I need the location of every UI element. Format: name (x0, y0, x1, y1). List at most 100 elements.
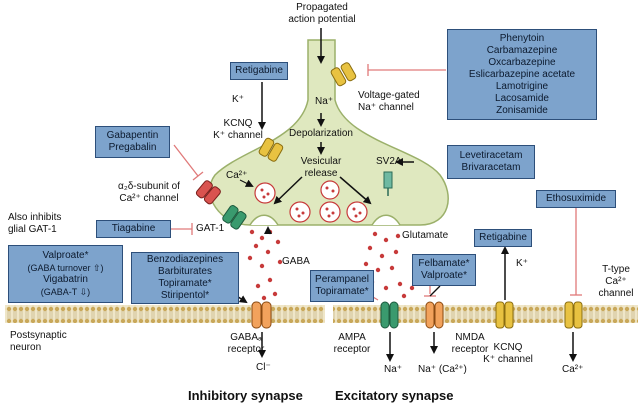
drug-topiramate-2: Topiramate* (315, 286, 369, 297)
drug-felbamate: Felbamate* (418, 258, 470, 269)
drug-box-gabapentin: Gabapentin Pregabalin (95, 126, 170, 158)
drug-pregabalin: Pregabalin (108, 142, 157, 153)
a2d-label: α₂δ-subunit of Ca²⁺ channel (106, 181, 192, 205)
a2d-line-1: α₂δ-subunit of (118, 181, 180, 192)
membrane-excitatory (333, 305, 638, 323)
sv2a-label: SV2A (376, 156, 402, 167)
glutamate-molecules (363, 231, 415, 299)
glutamate-label: Glutamate (402, 230, 449, 241)
ampa-line-2: receptor (333, 344, 371, 355)
ca-right-label: Ca²⁺ (562, 364, 584, 375)
drug-ethosuximide: Ethosuximide (545, 193, 607, 204)
also-inhibits-line-2: glial GAT-1 (8, 224, 57, 235)
inhibitory-synapse-title: Inhibitory synapse (188, 388, 303, 403)
drug-zonisamide: Zonisamide (496, 104, 548, 116)
gabaa-receptor (251, 301, 272, 329)
drug-barbiturates: Barbiturates (158, 266, 212, 277)
action-potential-label: Propagated action potential (277, 2, 367, 26)
ttype-line-1: T-type (602, 264, 630, 275)
vesicles (254, 180, 368, 223)
drug-box-phenytoin: Phenytoin Carbamazepine Oxcarbazepine Es… (447, 29, 597, 120)
drug-carbamazepine: Carbamazepine (486, 44, 558, 56)
kcnq-channel-top (258, 137, 284, 162)
kcnq-right-line-1: KCNQ (493, 342, 523, 353)
drug-perampanel: Perampanel (315, 274, 369, 285)
gaba-label: GABA (282, 256, 310, 267)
also-inhibits-label: Also inhibits glial GAT-1 (8, 212, 61, 236)
drug-box-retigabine-right: Retigabine (474, 229, 532, 247)
action-potential-line-2: action potential (288, 14, 356, 25)
drug-box-tiagabine: Tiagabine (96, 220, 171, 238)
drug-box-benzodiazepines: Benzodiazepines Barbiturates Topiramate*… (131, 252, 239, 304)
na-plus-label: Na⁺ (315, 96, 334, 107)
ttype-ca-channel (564, 301, 583, 329)
gabaa-line-2: receptor (227, 344, 265, 355)
drug-box-valproate: Valproate* (GABA turnover ⇧) Vigabatrin … (8, 245, 123, 303)
gaba-turnover-note: (GABA turnover ⇧) (27, 263, 104, 273)
also-inhibits-line-1: Also inhibits (8, 212, 62, 223)
vesicular-line-1: Vesicular (300, 156, 342, 167)
drug-box-retigabine-top: Retigabine (230, 62, 288, 80)
drug-stiripentol: Stiripentol* (160, 290, 210, 301)
depolarization-label: Depolarization (289, 128, 353, 139)
drug-box-perampanel: Perampanel Topiramate* (310, 270, 374, 302)
ampa-receptor (380, 301, 399, 329)
gat1-transporter (222, 205, 247, 230)
vg-na-line-2: Na⁺ channel (358, 102, 414, 113)
excitatory-synapse-title: Excitatory synapse (335, 388, 454, 403)
ttype-line-3: channel (598, 288, 634, 299)
drug-lamotrigine: Lamotrigine (495, 80, 549, 92)
drug-box-ethosuximide: Ethosuximide (536, 190, 616, 208)
drug-eslicarbazepine: Eslicarbazepine acetate (468, 68, 576, 80)
vg-na-line-1: Voltage-gated (358, 90, 420, 101)
membrane-inhibitory (5, 305, 325, 323)
drug-retigabine-top: Retigabine (235, 65, 283, 76)
drug-brivaracetam: Brivaracetam (461, 162, 521, 173)
nmda-line-2: receptor (451, 344, 489, 355)
drug-gabapentin: Gabapentin (106, 130, 159, 141)
ca-label: Ca²⁺ (226, 170, 248, 181)
drug-levetiracetam: Levetiracetam (459, 150, 523, 161)
ttype-label: T-type Ca²⁺ channel (594, 264, 638, 300)
vg-na-label: Voltage-gated Na⁺ channel (358, 90, 420, 114)
kcnq-right-line-2: K⁺ channel (483, 354, 533, 365)
ttype-line-2: Ca²⁺ (605, 276, 627, 287)
k-plus-right-label: K⁺ (516, 258, 528, 269)
drug-box-felbamate: Felbamate* Valproate* (412, 254, 476, 286)
postsynaptic-label: Postsynaptic neuron (10, 330, 67, 354)
ca-channel-a2d (195, 180, 221, 205)
kcnq-channel-right (495, 301, 514, 329)
gaba-t-note: (GABA-T ⇩) (40, 287, 91, 297)
ampa-label: AMPA receptor (331, 332, 373, 356)
cl-label: Cl⁻ (256, 362, 271, 373)
gabaa-label: GABAₐ receptor (226, 332, 266, 356)
kcnq-top-label: KCNQ K⁺ channel (212, 118, 264, 142)
na-ca-nmda-label: Na⁺ (Ca²⁺) (418, 364, 467, 375)
drug-valproate-2: Valproate* (421, 270, 467, 281)
a2d-line-2: Ca²⁺ channel (119, 193, 179, 204)
drug-lacosamide: Lacosamide (495, 92, 549, 104)
postsynaptic-line-2: neuron (10, 342, 42, 353)
drug-tiagabine: Tiagabine (111, 223, 156, 234)
kcnq-right-label: KCNQ K⁺ channel (480, 342, 536, 366)
nmda-receptor (425, 301, 444, 329)
drug-vigabatrin: Vigabatrin (43, 274, 88, 285)
kcnq-top-line-1: KCNQ (223, 118, 253, 129)
drug-phenytoin: Phenytoin (499, 32, 545, 44)
vg-na-channel (330, 62, 357, 87)
gat1-label: GAT-1 (196, 223, 225, 234)
k-plus-top-label: K⁺ (232, 94, 244, 105)
drug-oxcarbazepine: Oxcarbazepine (488, 56, 556, 68)
drug-valproate: Valproate* (42, 250, 89, 261)
kcnq-top-line-2: K⁺ channel (213, 130, 263, 141)
postsynaptic-line-1: Postsynaptic (10, 330, 67, 341)
drug-box-levetiracetam: Levetiracetam Brivaracetam (447, 145, 535, 179)
vesicular-line-2: release (304, 168, 338, 179)
na-ampa-label: Na⁺ (384, 364, 403, 375)
drug-benzodiazepines: Benzodiazepines (146, 254, 224, 265)
action-potential-line-1: Propagated (296, 2, 348, 13)
nmda-line-1: NMDA (455, 332, 485, 343)
drug-retigabine-right: Retigabine (479, 232, 527, 243)
